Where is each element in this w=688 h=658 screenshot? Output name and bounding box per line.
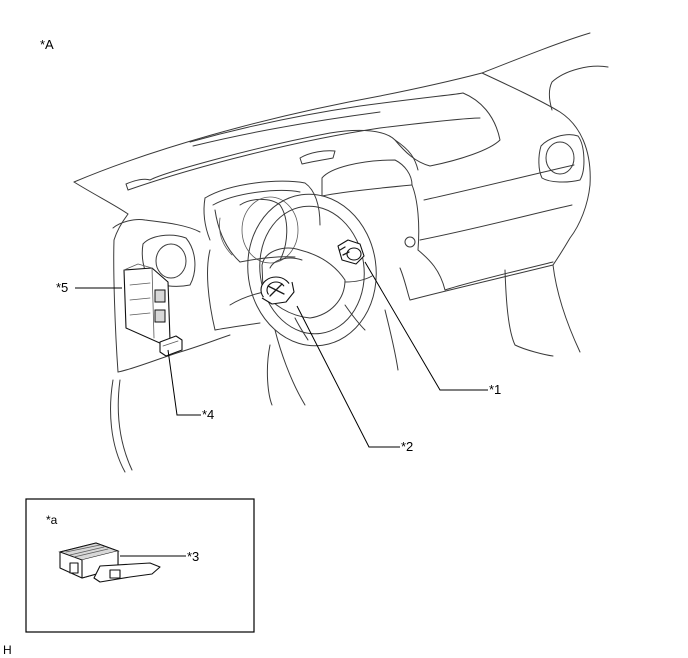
steering-wheel	[229, 193, 377, 406]
inset-panel: *a *3	[25, 498, 255, 633]
callout-2: *2	[401, 439, 413, 454]
callout-5: *5	[56, 280, 68, 295]
combination-switch-part-1	[337, 239, 365, 265]
callout-3: *3	[187, 549, 199, 564]
callout-1: *1	[489, 382, 501, 397]
corner-mark: H	[3, 643, 12, 657]
leader-lines	[75, 261, 488, 448]
dashboard-outline	[73, 32, 609, 371]
view-label: *A	[40, 37, 54, 52]
connector-part-4	[159, 335, 183, 357]
inset-label: *a	[46, 513, 58, 527]
module-part-3	[58, 542, 161, 583]
spiral-cable-part-2	[260, 276, 295, 305]
left-side-body	[110, 213, 296, 473]
callout-4: *4	[202, 407, 214, 422]
